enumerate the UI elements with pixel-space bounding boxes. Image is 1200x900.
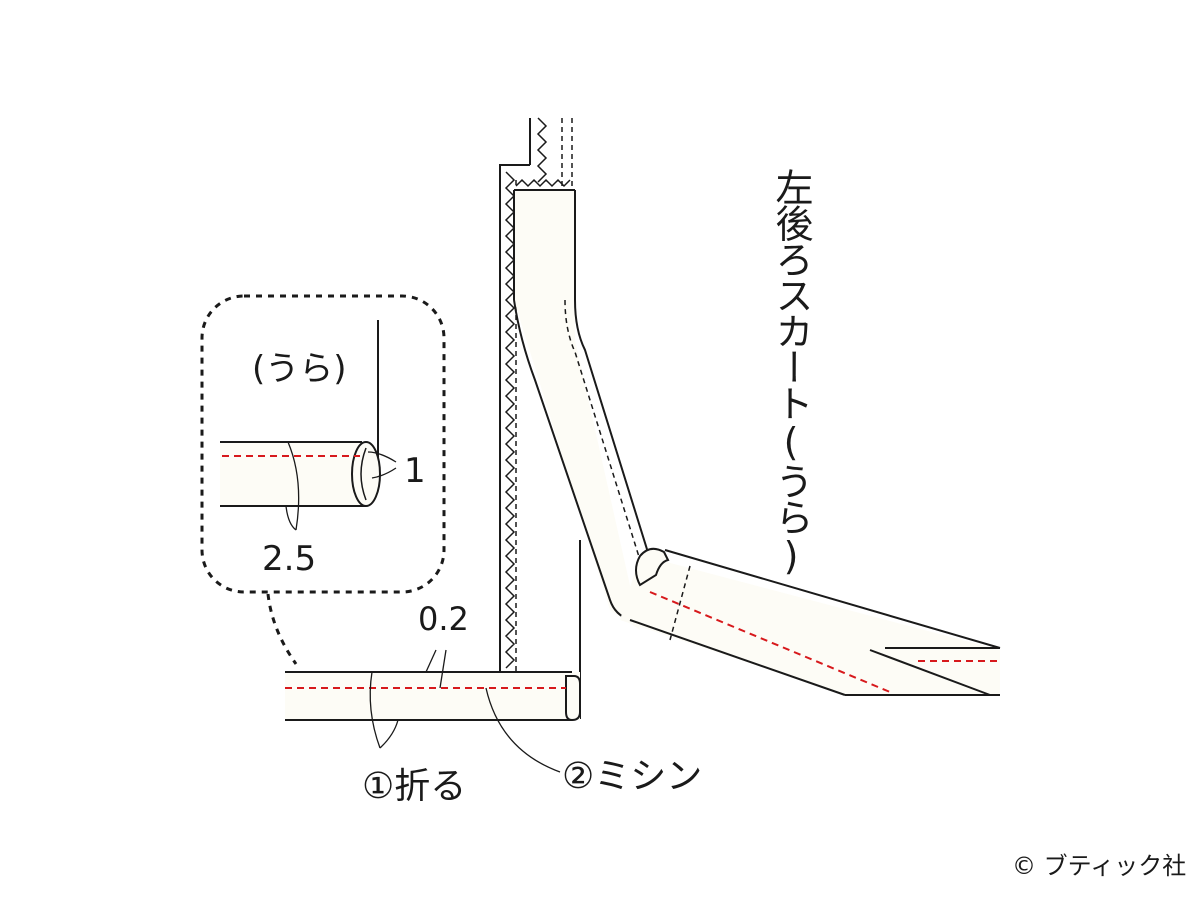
inset-fold-label: 2.5	[262, 539, 316, 579]
waistband-slanted	[620, 547, 1001, 696]
serged-edge	[536, 117, 548, 183]
copyright-credit: © ブティック社	[1012, 852, 1187, 880]
step-stitch-label: ②ミシン	[562, 756, 702, 797]
stitch-offset-label: 0.2	[418, 600, 469, 638]
serged-edge-left	[504, 171, 516, 669]
waistband-horizontal	[285, 649, 581, 773]
inset-detail	[200, 294, 446, 665]
inset-label-ura: (うら)	[252, 349, 347, 389]
skirt-side-label: 左後ろスカート(うら)	[769, 168, 813, 576]
zipper-placket	[499, 117, 656, 719]
inset-width-label: 1	[404, 451, 426, 491]
stitch-line-slanted	[649, 591, 891, 693]
step-fold-label: ①折る	[362, 766, 466, 807]
serged-top	[515, 178, 571, 188]
